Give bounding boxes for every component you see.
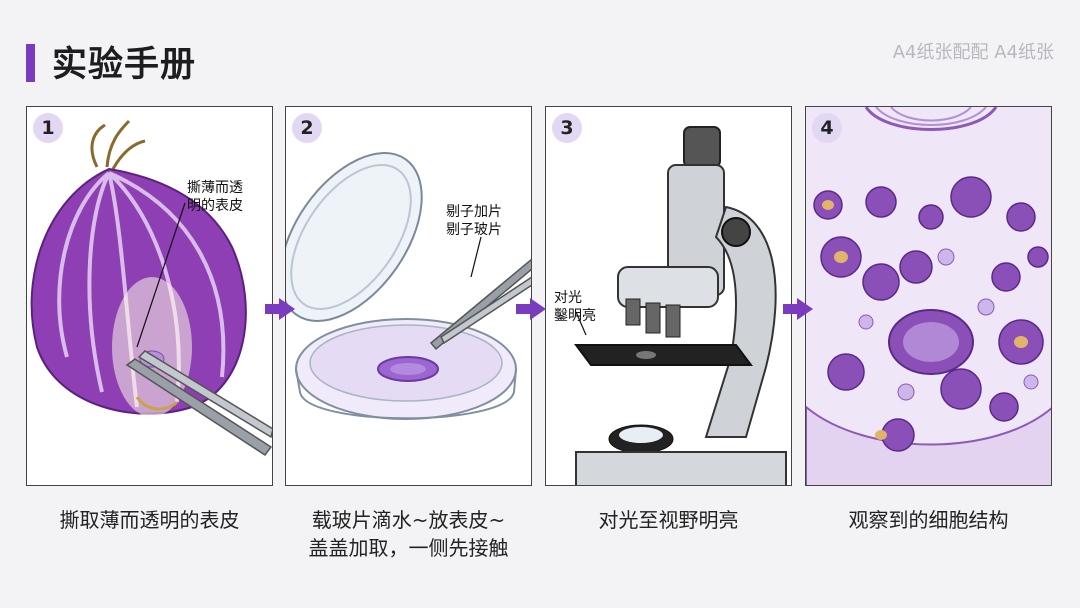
page-title: 实验手册 <box>52 45 197 85</box>
step-2-callout: 剔子加片 剔子玻片 <box>446 204 502 238</box>
step-3-caption: 对光至视野明亮 <box>598 508 739 532</box>
arrow-1-to-2 <box>265 298 295 320</box>
arrow-3-to-4 <box>783 298 813 320</box>
step-4-caption: 观察到的细胞结构 <box>848 508 1009 532</box>
cell-structure-illustration <box>806 107 1051 485</box>
step-2-badge: 2 <box>292 113 322 143</box>
title-accent-bar <box>26 44 35 82</box>
onion-illustration <box>30 119 272 457</box>
step-1-badge: 1 <box>33 113 63 143</box>
step-4-badge: 4 <box>812 113 842 143</box>
step-2-panel: 2 剔子加片 剔子玻片 <box>285 106 532 486</box>
step-2-caption: 载玻片滴水~放表皮~ 盖盖加取，一侧先接触 <box>308 508 509 560</box>
arrow-2-to-3 <box>516 298 546 320</box>
watermark: A4纸张配配 A4纸张 <box>892 42 1054 63</box>
step-1-panel: 1 撕薄而透 明的表皮 <box>26 106 273 486</box>
step-3-callout: 对光 鑿明亮 <box>554 290 596 324</box>
petri-dish-illustration <box>286 152 531 420</box>
step-1-caption: 撕取薄而透明的表皮 <box>59 508 240 532</box>
step-1-callout: 撕薄而透 明的表皮 <box>187 180 243 214</box>
step-3-badge: 3 <box>552 113 582 143</box>
step-3-panel: 3 对光 鑿明亮 <box>545 106 792 486</box>
microscope-illustration <box>574 126 787 485</box>
step-4-panel: 4 <box>805 106 1052 486</box>
